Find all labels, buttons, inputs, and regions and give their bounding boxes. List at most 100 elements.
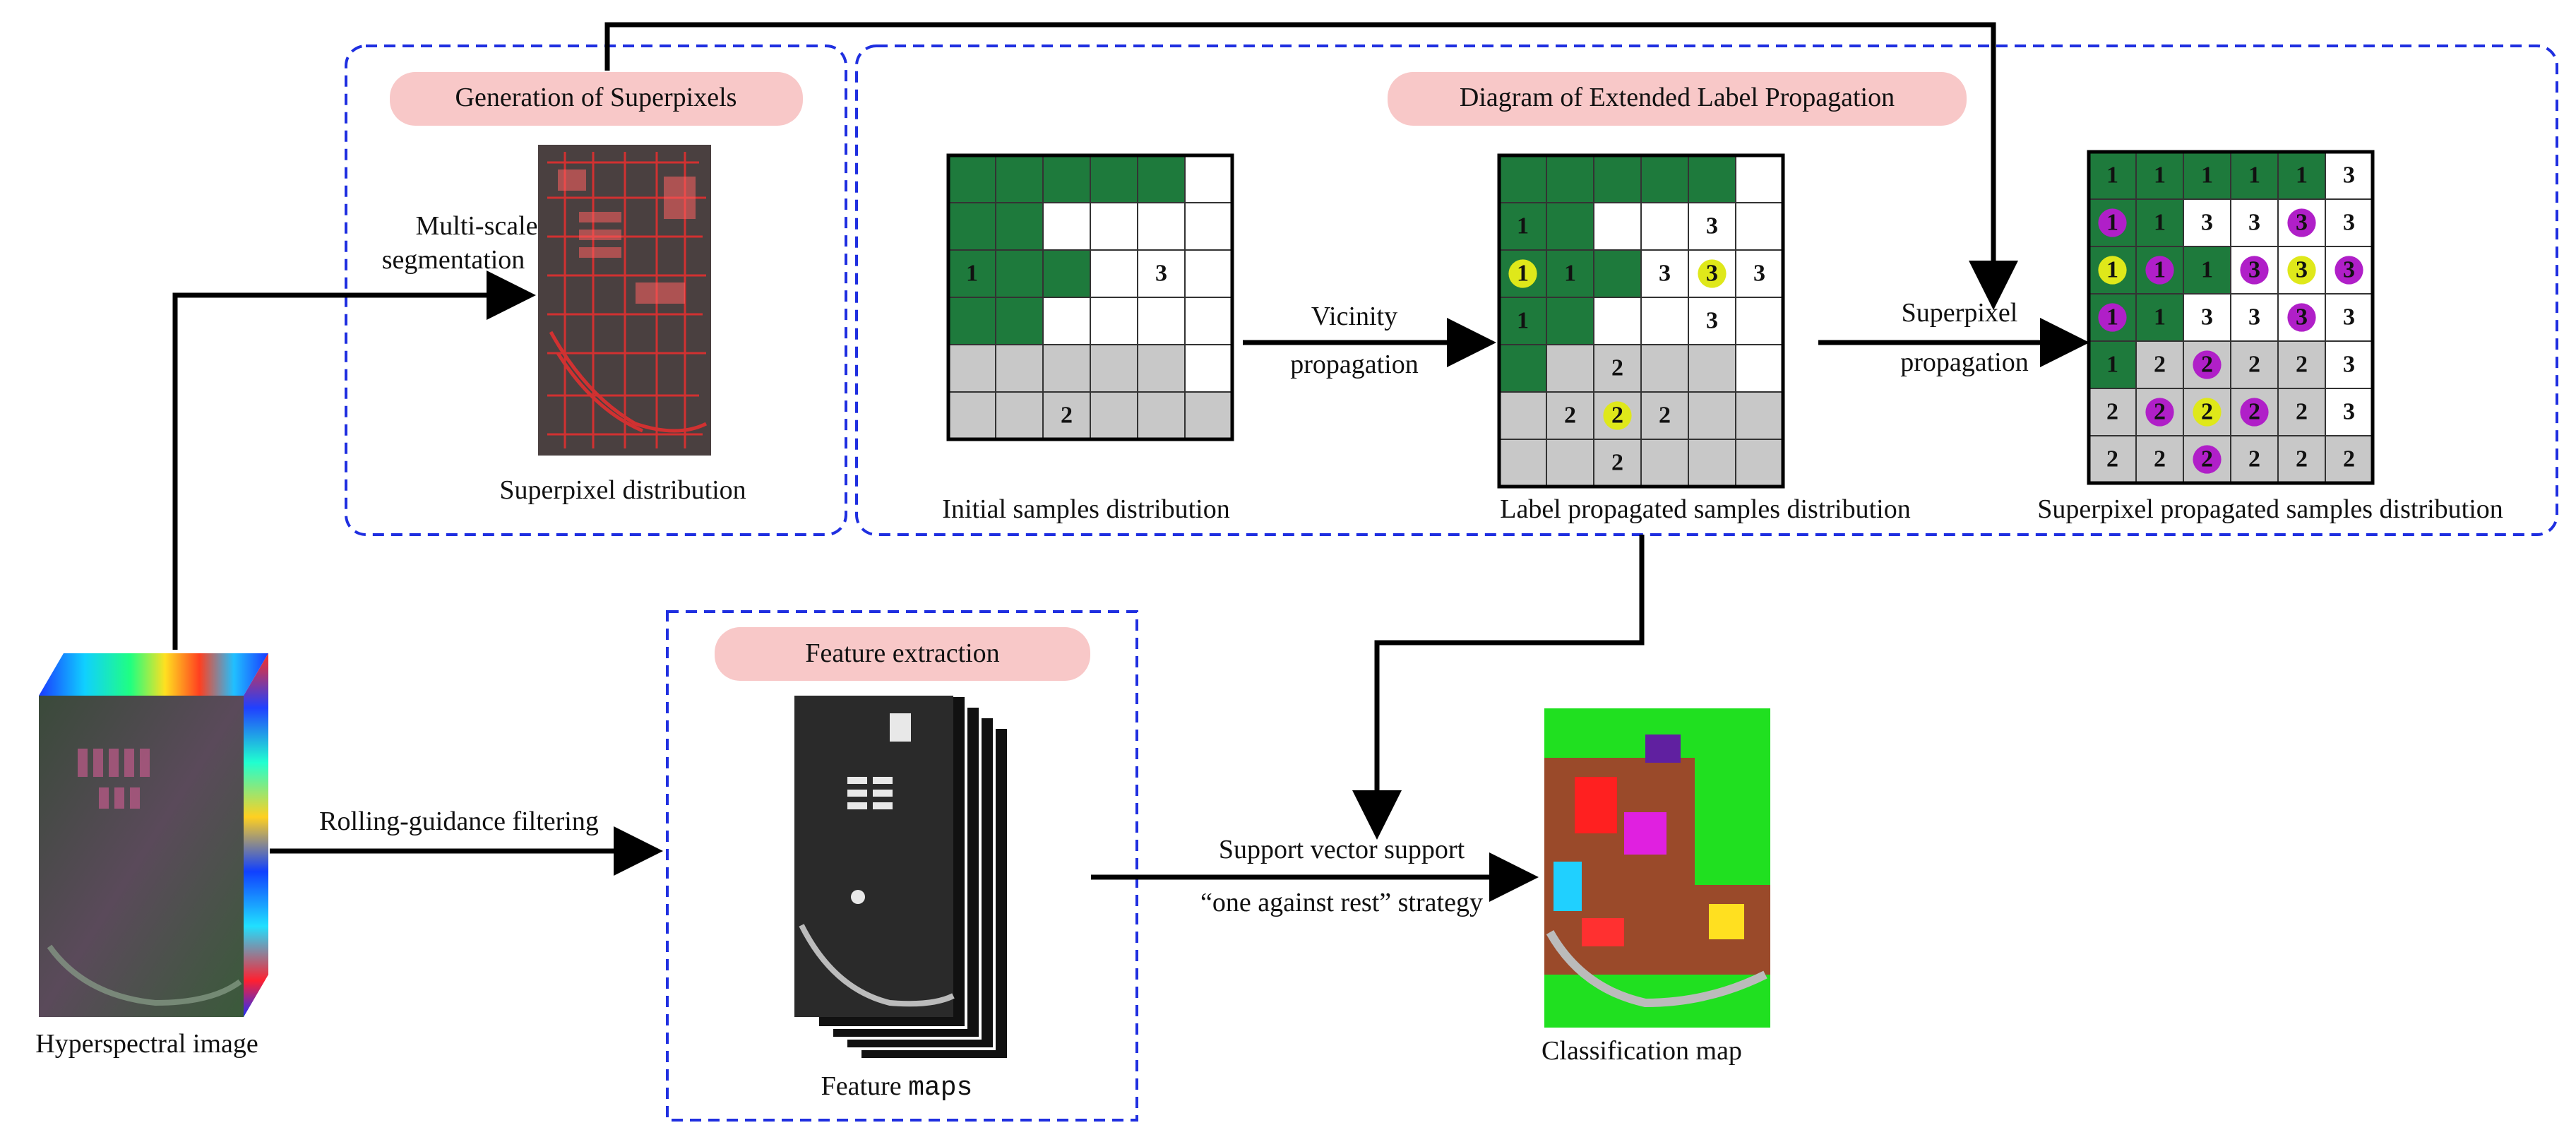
cell-label: 3 <box>2201 304 2213 331</box>
grid-cell <box>1735 202 1784 251</box>
grid-cell <box>1640 202 1689 251</box>
grid-cell <box>995 202 1044 251</box>
cell-label: 1 <box>2106 352 2118 378</box>
cell-label: 2 <box>2296 352 2308 378</box>
cell-label: 1 <box>2106 304 2118 331</box>
label-superpixel-propagated: Superpixel propagated samples distributi… <box>2037 494 2503 524</box>
grid-cell <box>2325 340 2373 389</box>
grid-cell <box>1593 202 1642 251</box>
grid-cell <box>1137 344 1186 393</box>
cell-label: 3 <box>2296 257 2308 283</box>
cell-label: 3 <box>2296 210 2308 236</box>
cell-label: 2 <box>2343 446 2355 472</box>
grid-cell <box>1137 202 1186 251</box>
cell-label: 2 <box>2154 446 2166 472</box>
cell-label: 1 <box>2154 210 2166 236</box>
cell-label: 2 <box>2154 352 2166 378</box>
grid-cell <box>1546 155 1594 203</box>
grid-cell <box>1042 202 1091 251</box>
label-vicinity-2: propagation <box>1290 350 1419 379</box>
cell-label: 1 <box>966 261 978 287</box>
cell-label: 2 <box>2106 446 2118 472</box>
grid-cell <box>1546 202 1594 251</box>
cell-label: 3 <box>2343 352 2355 378</box>
sample-marker <box>2287 256 2316 285</box>
sample-marker <box>2193 445 2222 474</box>
svg-text:Feature extraction: Feature extraction <box>805 638 999 668</box>
svg-text:Diagram of Extended Label Prop: Diagram of Extended Label Propagation <box>1460 83 1895 112</box>
grid-cell <box>995 249 1044 298</box>
grid-cell <box>1184 249 1233 298</box>
superpixel-image <box>538 145 711 456</box>
sample-marker <box>1603 401 1632 430</box>
title-features: Feature extraction <box>715 627 1090 681</box>
sample-marker <box>2145 398 2174 427</box>
grid-cell <box>1546 439 1594 487</box>
grid-cell <box>1184 202 1233 251</box>
grid-frame <box>2087 150 2375 485</box>
cell-label: 3 <box>2296 304 2308 331</box>
grid-cell <box>1688 297 1736 345</box>
grid-cell <box>1735 344 1784 393</box>
grid-cell <box>1593 249 1642 298</box>
cell-label: 2 <box>1611 355 1623 381</box>
title-superpixels: Generation of Superpixels <box>390 72 803 126</box>
cell-label: 3 <box>1659 261 1671 287</box>
grid-cell <box>2230 435 2279 484</box>
grid-cell <box>948 155 996 203</box>
label-superpixel-distribution: Superpixel distribution <box>499 475 746 505</box>
grid-cell <box>1498 155 1547 203</box>
cell-label: 3 <box>2201 210 2213 236</box>
sample-marker <box>2098 208 2127 237</box>
grid-cell <box>995 391 1044 440</box>
cell-label: 1 <box>1564 261 1576 287</box>
cell-label: 1 <box>2106 257 2118 283</box>
grid-cell <box>1735 391 1784 440</box>
grid-cell <box>1688 344 1736 393</box>
sample-marker <box>2193 350 2222 379</box>
feature-maps-stack <box>794 694 1010 1061</box>
sample-marker <box>2287 303 2316 332</box>
cell-label: 2 <box>2296 446 2308 472</box>
grid-cell <box>1640 344 1689 393</box>
grid-cell <box>2088 151 2137 200</box>
grid-cell <box>1546 344 1594 393</box>
cell-label: 3 <box>1753 261 1765 287</box>
label-vicinity-1: Vicinity <box>1311 302 1397 331</box>
sample-marker <box>2240 398 2269 427</box>
grid-cell <box>2088 388 2137 436</box>
label-svm-2: “one against rest” strategy <box>1200 888 1483 917</box>
grid-cell <box>1184 297 1233 345</box>
label-superpixel-prop-1: Superpixel <box>1902 298 2018 328</box>
grid-cell <box>1593 344 1642 393</box>
label-initial-samples: Initial samples distribution <box>942 494 1229 524</box>
label-superpixel-prop-2: propagation <box>1900 347 2029 377</box>
grid-cell <box>1137 297 1186 345</box>
sample-marker <box>2334 256 2363 285</box>
cell-label: 1 <box>2106 162 2118 189</box>
grid-cell <box>2135 435 2184 484</box>
label-rolling-guidance: Rolling-guidance filtering <box>319 807 599 836</box>
grid-cell <box>1498 344 1547 393</box>
grid-cell <box>2135 198 2184 247</box>
cell-label: 3 <box>1706 261 1718 287</box>
grid-cell <box>2277 435 2326 484</box>
sample-marker <box>1508 259 1537 288</box>
cell-label: 1 <box>1517 213 1529 239</box>
cell-label: 1 <box>2201 162 2213 189</box>
cell-label: 3 <box>2248 304 2260 331</box>
propagation-group-box <box>855 44 2558 536</box>
svg-text:Generation of Superpixels: Generation of Superpixels <box>455 83 737 112</box>
sample-marker <box>2098 256 2127 285</box>
label-label-propagated: Label propagated samples distribution <box>1500 494 1910 524</box>
cell-label: 3 <box>2343 257 2355 283</box>
cell-label: 1 <box>2201 257 2213 283</box>
cell-label: 1 <box>1517 308 1529 334</box>
grid-cell <box>1640 439 1689 487</box>
grid-cell <box>1498 391 1547 440</box>
grid-cell <box>1735 155 1784 203</box>
grid-cell <box>1090 202 1138 251</box>
grid-cell <box>1640 249 1689 298</box>
